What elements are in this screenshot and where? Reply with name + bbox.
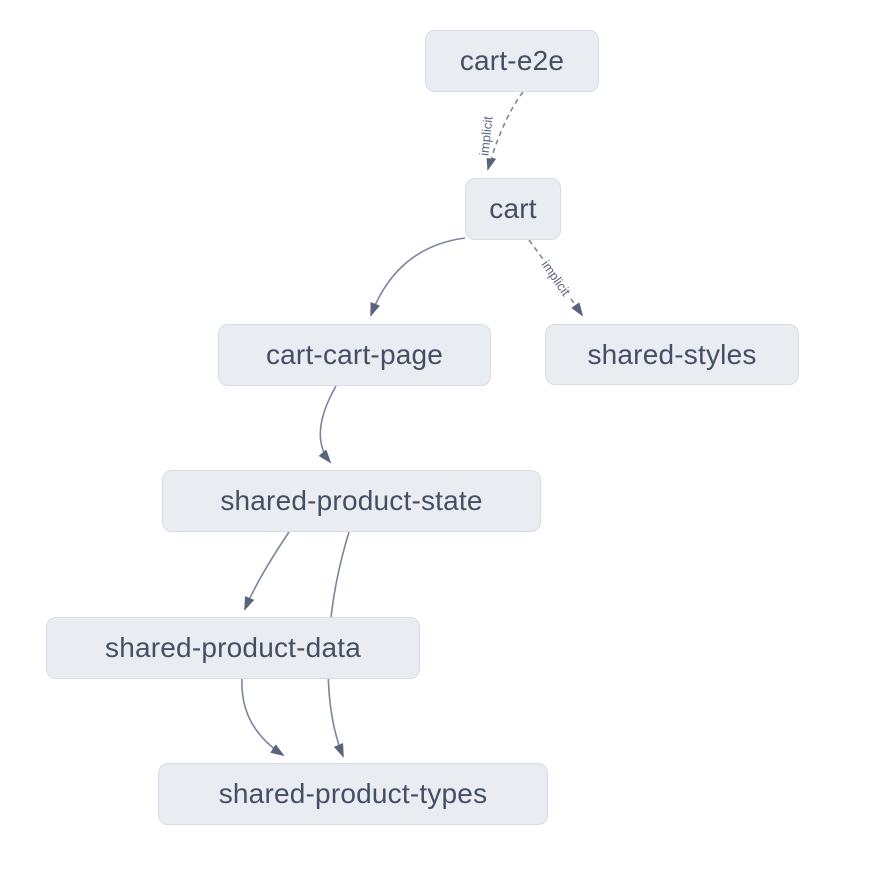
edge-cart-cart-page-to-shared-product-state: [318, 385, 337, 464]
node-cart-cart-page[interactable]: cart-cart-page: [218, 324, 491, 386]
edge-cart-to-cart-cart-page: [370, 237, 466, 317]
node-cart-e2e[interactable]: cart-e2e: [425, 30, 599, 92]
node-cart[interactable]: cart: [465, 178, 561, 240]
edge-shared-product-data-to-shared-product-types: [241, 678, 285, 757]
node-shared-product-data[interactable]: shared-product-data: [46, 617, 420, 679]
node-shared-styles[interactable]: shared-styles: [545, 324, 799, 385]
node-shared-product-types[interactable]: shared-product-types: [158, 763, 548, 825]
edge-shared-product-state-to-shared-product-data: [244, 531, 290, 611]
node-shared-product-state[interactable]: shared-product-state: [162, 470, 541, 532]
